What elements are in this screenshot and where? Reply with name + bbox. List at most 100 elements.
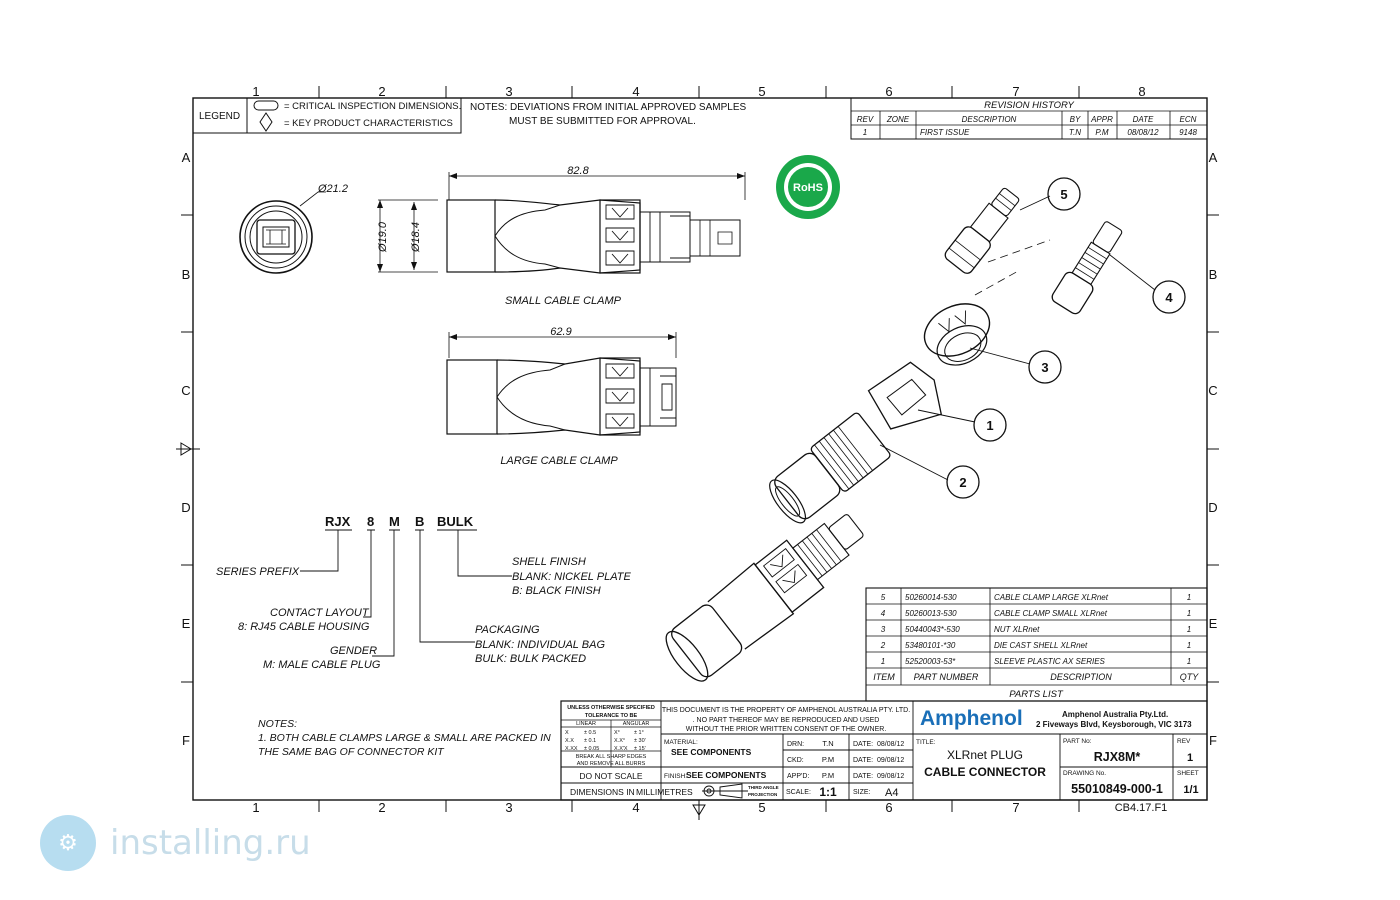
legend-critical-text: = CRITICAL INSPECTION DIMENSIONS. (284, 101, 461, 112)
tb-break-edges-1: BREAK ALL SHARP EDGES (576, 754, 647, 760)
revision-history-title: REVISION HISTORY (984, 100, 1074, 111)
tb-rev-label: REV (1177, 738, 1191, 745)
part-2-shell (769, 412, 891, 524)
tb-drawing-no-value: 55010849-000-1 (1071, 782, 1163, 796)
tb-ckd-date-value: 09/08/12 (877, 757, 904, 764)
side-view-small-clamp: 82.8 Ø19.0 Ø18.4 SMALL CABLE CLAMP (377, 165, 746, 307)
zone-rows: A B C D E F A B C D E F (176, 150, 1219, 820)
tb-ckd-date-label: DATE: (853, 757, 873, 764)
zone-col-3-bottom: 3 (505, 800, 512, 815)
tb-projection-2: PROJECTION (748, 792, 777, 797)
label-gender: GENDER (330, 645, 377, 657)
tb-tol-r3-d: ± 15' (634, 746, 646, 752)
pl-header-qty: QTY (1180, 672, 1199, 682)
code-segment-rjx: RJX (325, 514, 351, 529)
tb-rev-value: 1 (1187, 752, 1193, 764)
code-segment-m: M (389, 514, 400, 529)
tb-tol-r1-c: X° (614, 730, 620, 736)
tb-part-no-label: PART No: (1063, 738, 1092, 745)
pl-row4-part: 53480101-*30 (905, 641, 956, 650)
pl-row1-part: 50260014-530 (905, 593, 957, 602)
tb-tol-r3-a: X.XX (565, 746, 578, 752)
balloon-5: 5 (1060, 187, 1067, 202)
tb-tol-r2-d: ± 30' (634, 738, 646, 744)
tb-linear: LINEAR (576, 721, 596, 727)
label-shell-finish: SHELL FINISH (512, 556, 586, 568)
pl-row3-desc: NUT XLRnet (994, 625, 1040, 634)
pl-row4-desc: DIE CAST SHELL XLRnet (994, 641, 1088, 650)
tb-unless: UNLESS OTHERWISE SPECIFIED (567, 705, 655, 711)
pl-row1-item: 5 (881, 593, 886, 602)
revision-history-table: REVISION HISTORY REV ZONE DESCRIPTION BY… (850, 97, 1208, 140)
code-segment-b: B (415, 514, 424, 529)
tb-drn-label: DRN: (787, 741, 804, 748)
parts-list-table: 5 50260014-530 CABLE CLAMP LARGE XLRnet … (865, 587, 1208, 702)
rev-row-appr: P.M (1095, 128, 1109, 137)
tb-dimensions-in: DIMENSIONS IN (570, 787, 635, 797)
notes-bottom-title: NOTES: (258, 718, 297, 730)
tb-sheet-value: 1/1 (1183, 784, 1198, 796)
tb-title-line1: XLRnet PLUG (947, 748, 1023, 762)
tb-property-3: WITHOUT THE PRIOR WRITTEN CONSENT OF THE… (686, 726, 887, 733)
pl-header-desc: DESCRIPTION (1050, 672, 1112, 682)
rohs-text: RoHS (793, 182, 823, 194)
label-packaging-bulk: BULK: BULK PACKED (475, 653, 586, 665)
code-segment-8: 8 (367, 514, 374, 529)
part-3-nut (923, 303, 991, 366)
zone-row-f-left: F (182, 733, 190, 748)
label-series-prefix: SERIES PREFIX (216, 566, 300, 578)
zone-row-c-left: C (181, 383, 190, 398)
zone-row-b-right: B (1209, 267, 1218, 282)
tb-title-label: TITLE: (916, 739, 936, 746)
rev-header-appr: APPR (1090, 115, 1113, 124)
tb-appd-value: P.M (822, 771, 834, 780)
legend: LEGEND = CRITICAL INSPECTION DIMENSIONS.… (192, 97, 462, 134)
notes-top-line1: NOTES: DEVIATIONS FROM INITIAL APPROVED … (470, 102, 746, 113)
amphenol-logo: Amphenol (920, 707, 1023, 730)
tb-title-line2: CABLE CONNECTOR (924, 765, 1046, 779)
zone-row-e-right: E (1209, 616, 1218, 631)
tb-property-2: . NO PART THEREOF MAY BE REPRODUCED AND … (693, 717, 880, 724)
tb-company-name: Amphenol Australia Pty.Ltd. (1062, 710, 1168, 719)
zone-col-4-top: 4 (632, 84, 639, 99)
dim-diameter-19: Ø19.0 (377, 221, 389, 253)
dim-outer-diameter: Ø21.2 (317, 183, 348, 195)
rev-row-rev: 1 (863, 128, 867, 137)
zone-col-7-bottom: 7 (1012, 800, 1019, 815)
tb-sheet-label: SHEET (1177, 770, 1199, 777)
notes-bottom-line1: 1. BOTH CABLE CLAMPS LARGE & SMALL ARE P… (258, 732, 551, 744)
pl-row1-qty: 1 (1187, 593, 1191, 602)
balloon-1: 1 (986, 418, 993, 433)
tb-tol-r1-a: X (565, 730, 569, 736)
label-packaging: PACKAGING (475, 624, 540, 636)
part-1-sleeve (867, 361, 943, 430)
rev-header-date: DATE (1133, 115, 1154, 124)
notes-bottom-line2: THE SAME BAG OF CONNECTOR KIT (258, 746, 445, 758)
zone-row-b-left: B (182, 267, 191, 282)
pl-row5-item: 1 (881, 657, 885, 666)
tb-finish-value: SEE COMPONENTS (686, 770, 767, 780)
tb-scale-label: SCALE: (786, 789, 811, 796)
parts-list-title: PARTS LIST (1009, 689, 1064, 700)
zone-col-3-top: 3 (505, 84, 512, 99)
tb-appd-label: APP'D: (787, 773, 809, 780)
form-code: CB4.17.F1 (1115, 802, 1168, 814)
tb-drn-date-value: 08/08/12 (877, 741, 904, 748)
zone-columns: 1 2 3 4 5 6 7 8 1 2 3 4 5 6 7 (252, 84, 1145, 815)
rev-header-description: DESCRIPTION (962, 115, 1017, 124)
rev-header-ecn: ECN (1180, 115, 1197, 124)
rev-header-by: BY (1070, 115, 1081, 124)
title-block: UNLESS OTHERWISE SPECIFIED TOLERANCE TO … (560, 700, 1208, 801)
balloon-4: 4 (1165, 290, 1173, 305)
label-contact-layout-val: 8: RJ45 CABLE HOUSING (238, 621, 370, 633)
balloon-3: 3 (1041, 360, 1048, 375)
tb-ckd-value: P.M (822, 755, 834, 764)
pl-header-part: PART NUMBER (914, 672, 979, 682)
pl-row4-item: 2 (880, 641, 886, 650)
tb-tol-r2-c: X.X° (614, 738, 625, 744)
assembled-plug (665, 514, 864, 682)
part-4-clamp (1051, 221, 1123, 315)
tb-ckd-label: CKD: (787, 757, 804, 764)
legend-key-text: = KEY PRODUCT CHARACTERISTICS (284, 118, 453, 129)
critical-dimension-icon (253, 100, 279, 111)
